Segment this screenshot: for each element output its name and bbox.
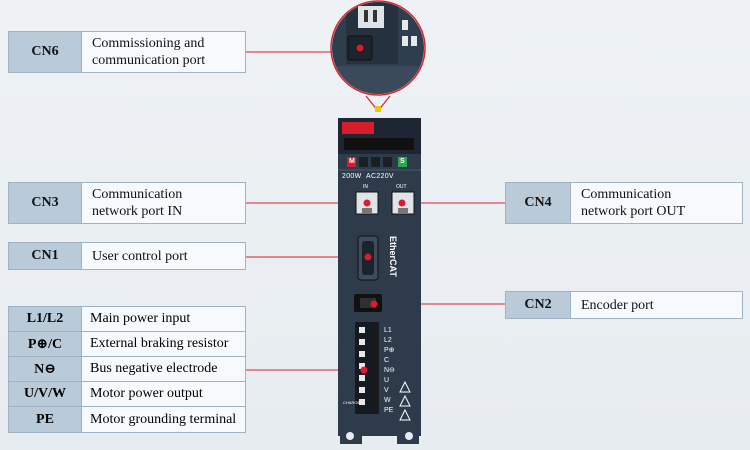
charge-label: CHARGE [343,400,361,405]
ethercat-logo: EtherCAT [388,236,398,277]
table-row: N⊖Bus negative electrode [9,357,245,382]
keypad-m-key: M [349,158,355,165]
cn2-label: CN2 Encoder port [505,291,743,319]
port-in-label: IN [363,184,368,190]
cn3-code: CN3 [9,183,82,223]
cn6-zoom-circle [330,0,426,96]
cn2-code: CN2 [506,292,571,318]
cn2-desc: Encoder port [581,297,654,313]
cn1-code: CN1 [9,243,82,269]
cn4-code: CN4 [506,183,571,223]
cn6-code: CN6 [9,32,82,72]
keypad-s-key: S [400,158,405,165]
drive-body [338,118,421,444]
cn1-desc: User control port [92,248,188,264]
cn1-label: CN1 User control port [8,242,246,270]
device-rating-text: 200W AC220V [342,173,394,180]
port-out-label: OUT [396,184,407,190]
